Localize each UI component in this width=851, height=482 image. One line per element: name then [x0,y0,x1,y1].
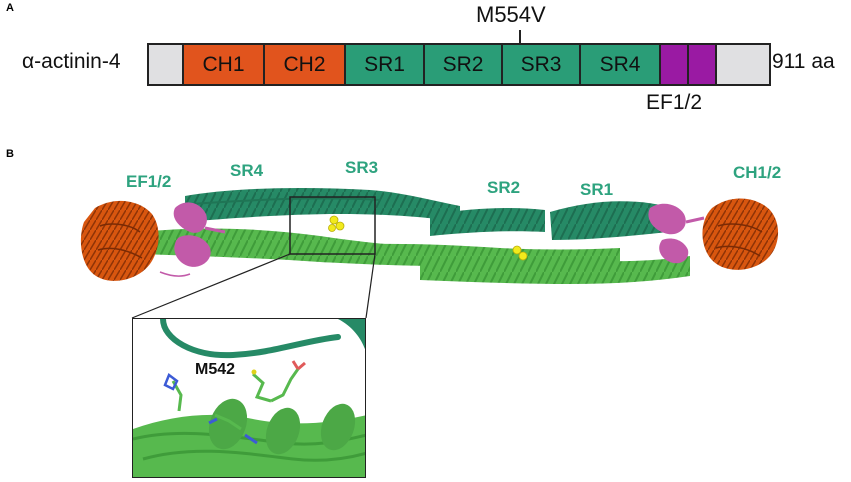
domain-segment: SR2 [425,45,503,84]
protein-structure [80,188,779,319]
domain-segment [717,45,769,84]
mutation-marker-line [519,30,521,44]
protein-length: 911 aa [772,50,835,73]
domain-segment [661,45,689,84]
structure-label-ch: CH1/2 [733,163,782,182]
inset-residue-label: M542 [195,361,236,378]
structure-label-sr3: SR3 [345,158,379,177]
structure-label-sr1: SR1 [580,180,614,199]
inset-zoom: M542 [132,318,366,478]
panel-a-letter: A [6,2,14,14]
inset-structure [133,319,365,477]
domain-segment: CH2 [265,45,346,84]
structure-label-ef: EF1/2 [126,172,172,191]
domain-segment: CH1 [184,45,265,84]
domain-segment: SR3 [503,45,581,84]
domain-segment: SR4 [581,45,661,84]
domain-bar: CH1 CH2 SR1 SR2 SR3 SR4 [147,43,771,86]
panel-b-letter: B [6,148,14,160]
domain-segment: SR1 [346,45,425,84]
domain-segment [689,45,717,84]
structure-label-sr4: SR4 [230,161,264,180]
protein-name: α-actinin-4 [22,50,121,73]
mutation-label: M554V [476,2,546,27]
structure-label-sr2: SR2 [487,178,521,197]
domain-segment [149,45,184,84]
ef-domain-label: EF1/2 [646,91,703,114]
